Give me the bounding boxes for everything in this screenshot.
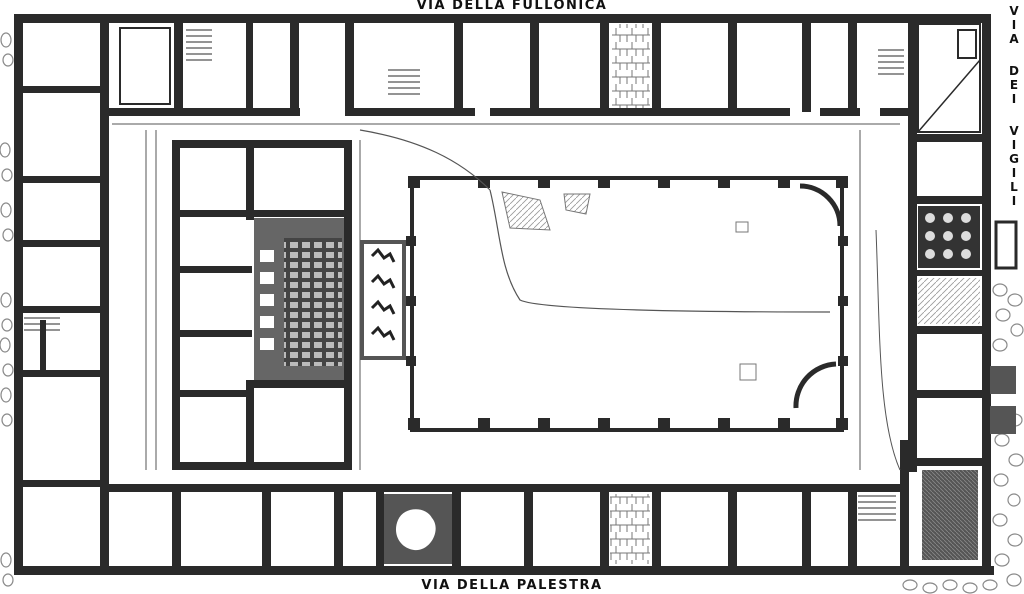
east-niche-a [990,366,1016,394]
northeast-room [917,23,981,133]
north-rooms [100,14,917,134]
southeast-room [922,470,978,560]
stone-cell-north [612,24,650,108]
inner-west-block [172,140,352,470]
east-tiled-room [918,206,980,268]
courtyard [359,129,848,432]
pool-room [384,494,452,564]
stone-cell-south [610,494,650,564]
west-rooms [14,86,109,566]
mosaic-hall [254,218,344,380]
rubble-west [0,32,14,587]
east-fountain [994,220,1018,270]
east-rubble-room [918,278,980,324]
corridor-lines [112,123,901,471]
south-rooms [100,440,909,566]
north-west-room [119,27,171,105]
stairs-north-west [186,29,904,95]
east-rooms [908,132,988,472]
figures-room [360,240,406,360]
east-niche-b [990,406,1016,434]
stairs-south-east [858,495,896,521]
stairs-west [24,317,60,331]
street-label-north: VIA DELLA FULLONICA [416,0,608,13]
street-label-south: VIA DELLA PALESTRA [421,578,603,593]
